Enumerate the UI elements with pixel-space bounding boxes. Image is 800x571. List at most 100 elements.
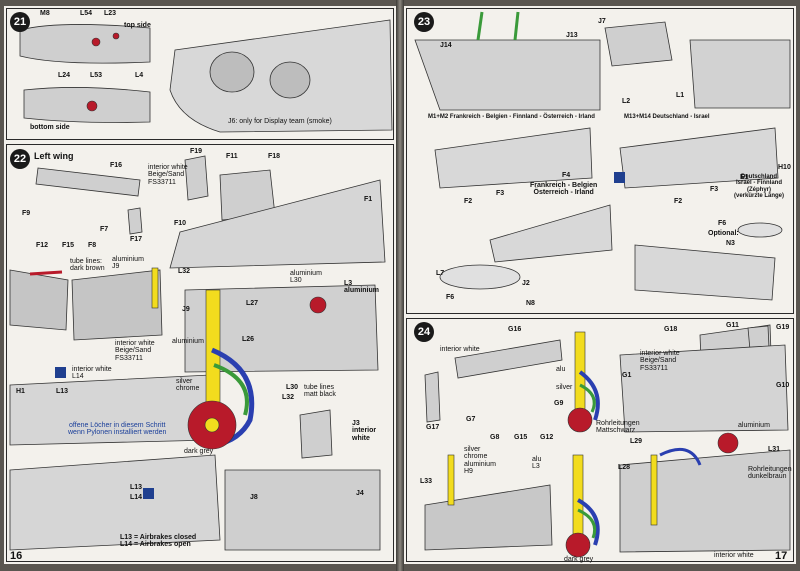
wing-j2 [489,204,613,263]
label-j13: J13 [566,32,578,39]
label-g16: G16 [508,326,522,333]
step-22-title: Left wing [34,151,74,161]
part-f17 [127,207,143,235]
cockpit-left [414,39,601,111]
part-j7 [604,21,673,67]
label-f1: F1 [364,196,373,203]
label-alu-j9: aluminium J9 [112,256,144,271]
label-m13m14: M13+M14 Deutschland - Israel [624,114,710,120]
label-f10: F10 [174,220,187,227]
cockpit-right [689,39,791,109]
label-l54: L54 [80,10,93,17]
step-24-panel [406,318,794,562]
x-orientation-icon [143,488,154,499]
label-dark-grey: dark grey [184,448,214,455]
bay-lower-right [619,449,791,553]
label-g12: G12 [540,434,554,441]
step-22-badge: 22 [10,149,30,169]
label-f7: F7 [100,226,109,233]
label-l13: L13 [56,388,69,395]
label-alu-l3: alu L3 [532,456,542,471]
label-f16: F16 [110,162,123,169]
wing-bay-left [9,269,69,331]
label-offene: offene Löcher in diesem Schritt wenn Pyl… [68,422,167,437]
label-f15: F15 [62,242,75,249]
label-g11: G11 [726,322,739,329]
label-f12: F12 [36,242,49,249]
label-h1: H1 [16,388,25,395]
label-m8: M8 [40,10,50,17]
label-f2b: F2 [674,198,683,205]
label-f11: F11 [226,153,238,160]
label-g10: G10 [776,382,790,389]
label-interior-white-24: interior white [714,552,754,559]
label-f3: F3 [496,190,505,197]
step-23-badge: 23 [414,12,434,32]
label-f6: F6 [718,220,727,227]
label-l7: L7 [436,270,445,277]
label-g7: G7 [466,416,476,423]
label-g15: G15 [514,434,528,441]
label-f4-countries: Frankreich - Belgien Österreich - Irland [530,182,598,197]
label-silver-chrome: silver chrome [176,378,200,393]
label-g8: G8 [490,434,500,441]
label-l53: L53 [90,72,103,79]
label-g1: G1 [622,372,632,379]
wing-g1 [619,344,789,433]
label-silver: silver [556,384,573,391]
label-l32b: L32 [282,394,295,401]
label-l30: L30 [286,384,299,391]
label-interior-white-1: interior white Beige/Sand FS33711 [148,164,188,186]
label-l4: L4 [135,72,144,79]
label-f8: F8 [88,242,97,249]
part-f19 [184,155,209,201]
part-g17 [424,371,441,423]
label-m1m2: M1+M2 Frankreich - Belgien - Finnland - … [428,114,595,120]
label-interior-white: interior white [440,346,480,353]
label-j2: J2 [522,280,530,287]
label-n3: N3 [726,240,735,247]
label-n8: N8 [526,300,535,307]
part-f8-tank [737,222,783,238]
label-optional: Optional: [708,230,739,237]
x-orientation-icon [55,367,66,378]
step-24-badge: 24 [414,322,434,342]
label-aluminium-24: aluminium [738,422,770,429]
label-l26: L26 [242,336,255,343]
label-f4: F4 [562,172,571,179]
label-interior-white-l14: interior white L14 [72,366,112,381]
part-g16 [454,339,563,379]
wing-lower [9,454,221,551]
label-f19: F19 [190,148,203,155]
label-tube-matt-black: tube lines matt black [304,384,336,399]
label-f17: F17 [130,236,143,243]
label-f6b: F6 [446,294,455,301]
wing-bay-mid [71,269,163,341]
left-wing [169,179,386,269]
label-f2: F2 [464,198,473,205]
label-l23: L23 [104,10,117,17]
label-alu-l30: aluminium L30 [290,270,322,285]
label-g9: G9 [554,400,564,407]
label-j6-note: J6: only for Display team (smoke) [228,118,332,125]
step-23-panel [406,8,794,314]
label-j8: J8 [250,494,258,501]
label-alu: alu [556,366,566,373]
label-dark-grey-24: dark grey [564,556,594,563]
label-l27: L27 [246,300,259,307]
label-l3-alu: L3 aluminium [344,280,380,295]
label-deutschland: Deutschland Israel - Finnland (Zéphyr) (… [734,174,785,199]
label-f9: F9 [22,210,31,217]
gutter [396,0,404,571]
label-interior-white-beige: interior white Beige/Sand FS33711 [640,350,680,372]
step-22-panel [6,144,394,562]
fuselage-top-part [19,24,151,64]
label-interior-white-2: interior white Beige/Sand FS33711 [115,340,155,362]
label-h10: H10 [778,164,791,171]
label-g18: G18 [664,326,678,333]
bay-lower-left [424,484,553,551]
drop-tank-f6 [439,264,521,290]
label-l32: L32 [178,268,191,275]
